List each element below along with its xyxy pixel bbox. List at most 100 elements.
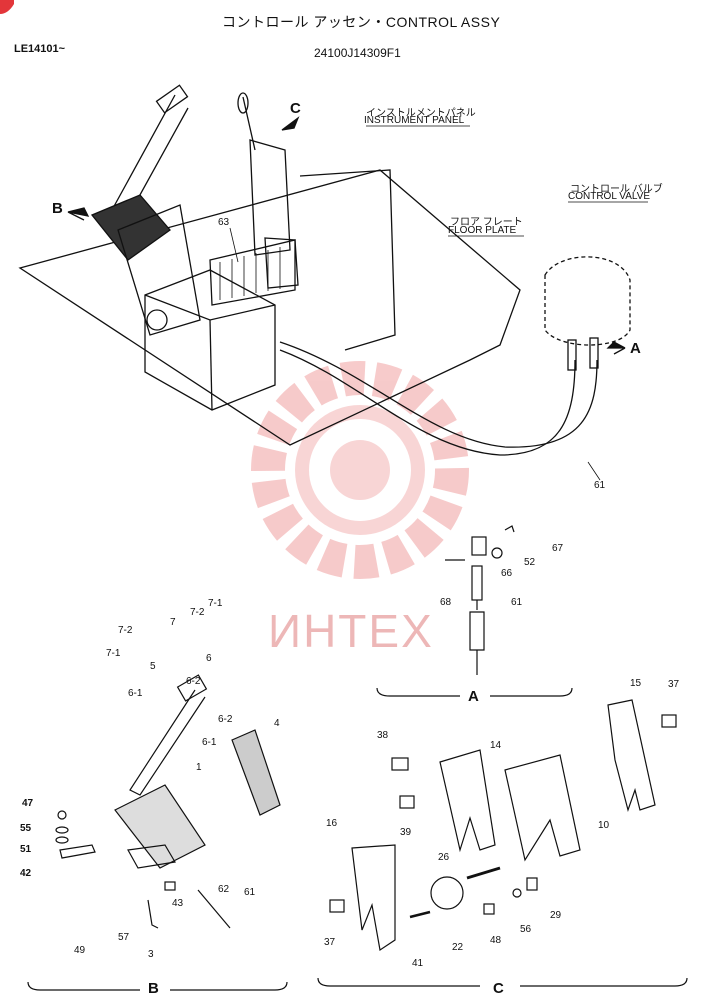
section-bracket-c [317,977,688,987]
bracket-14 [439,749,496,853]
view-arrow-b [67,207,90,221]
callout-instrument-panel: INSTRUMENT PANEL [364,115,465,126]
part-label: 37 [668,679,680,690]
detail-c [317,699,688,987]
bracket-15 [607,699,656,813]
callout-floor-plate-jp: フロア フレート [450,217,523,228]
part-label: 61 [511,597,523,608]
corner-tab [0,0,14,14]
part-label: 10 [598,820,610,831]
view-letter-a: A [630,340,641,357]
leader-63 [229,227,239,263]
part-label: 67 [552,543,564,554]
part-label: 6-1 [202,737,217,748]
section-bracket-b [27,981,288,991]
bolt-41 [409,910,431,919]
callout-control-valve-jp: コントロール バルブ [570,184,663,195]
console-box-corner [209,319,213,411]
part-label: 5 [150,661,156,672]
clevis-66 [471,536,487,556]
rod-end-68 [471,565,483,601]
right-lever-rod [242,96,256,151]
view-letter-c: C [290,100,301,117]
part-label: 51 [20,844,32,855]
linkage-spring-63 [209,239,296,306]
instrument-panel-panel [299,169,396,351]
part-label: 7-1 [106,648,121,659]
main-assembly [18,84,648,481]
section-label-b: B [148,980,159,997]
diagram-title: コントロール アッセン・CONTROL ASSY [222,14,501,30]
part-label: 7 [170,617,176,628]
part-label: 56 [520,924,532,935]
nut-29 [526,877,538,891]
washer-51 [55,836,69,844]
callout-floor-plate: FLOOR PLATE [448,225,517,236]
part-label: 52 [524,557,536,568]
bolt-47 [57,810,67,820]
cable-61-a [279,349,576,456]
plate-22 [430,876,464,910]
part-label: 4 [274,718,280,729]
part-label: 57 [118,932,130,943]
bolt-37-upper [661,714,677,728]
section-label-c: C [493,980,504,997]
part-label: 7-2 [190,607,205,618]
assembly-part-number: 24100J14309F1 [314,46,401,60]
part-label: 37 [324,937,336,948]
plate-10 [504,754,581,862]
bolt-38 [391,757,409,771]
right-lever-bracket [264,237,299,289]
washer-52 [491,547,503,559]
part-label: 1 [196,762,202,773]
linkage-ribs [219,247,281,300]
left-pedal-pad [90,194,171,261]
part-label: 66 [501,568,513,579]
part-label: 6-2 [186,676,201,687]
lever-1-arm [129,689,206,796]
washer-56 [512,888,522,898]
part-label: 41 [412,958,424,969]
pedal-1 [114,784,206,869]
part-label: 15 [630,678,642,689]
part-label: 47 [22,798,34,809]
rod-3 [147,899,159,929]
floor-plate [18,169,521,446]
part-label: 26 [438,852,450,863]
part-label: 6 [206,653,212,664]
control-valve [544,256,631,346]
part-label: 68 [440,597,452,608]
cable-end-61 [469,600,485,675]
part-label: 3 [148,949,154,960]
part-label: 7-2 [118,625,133,636]
callout-instrument-panel-jp: インストルメントパネル [366,108,476,119]
part-label: 62 [218,884,230,895]
cable-61-b [279,341,598,448]
part-label: 6-1 [128,688,143,699]
leader-61 [587,461,601,481]
part-label: 63 [218,217,230,228]
pad-4 [231,729,281,816]
part-label: 29 [550,910,562,921]
bolt-48 [483,903,495,915]
part-label: 39 [400,827,412,838]
part-label: 42 [20,868,32,879]
cable-61-b-detail [197,889,231,929]
watermark-text: ИНТЕХ [268,605,434,657]
section-bracket-a [376,687,573,697]
detail-b [27,674,288,991]
left-lever-grip [155,84,189,114]
part-label: 16 [326,818,338,829]
section-label-a: A [468,688,479,705]
view-arrow-c [281,116,300,131]
valve-fitting-left [567,339,577,371]
part-label: 55 [20,823,32,834]
part-label: 61 [594,480,606,491]
lever-1-knob [176,674,208,702]
left-lever-bracket [117,204,201,336]
part-label: 49 [74,945,86,956]
view-letter-b: B [52,200,63,217]
part-label: 22 [452,942,464,953]
